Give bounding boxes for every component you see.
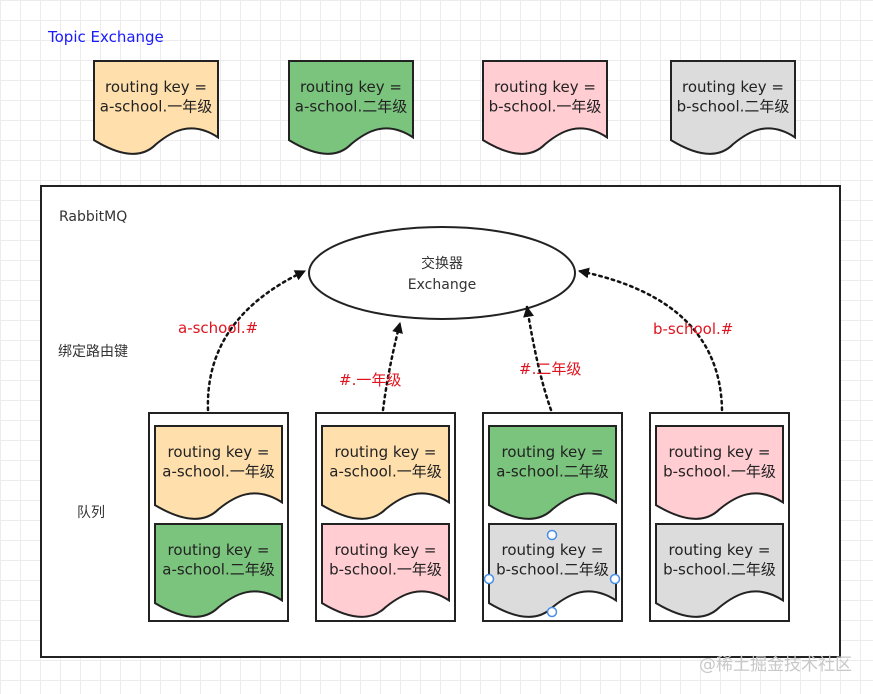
message-card: routing key =b-school.二年级: [655, 523, 784, 618]
message-card: routing key =a-school.二年级: [488, 425, 617, 520]
binding-arrows: [206, 267, 724, 412]
selection-handle[interactable]: [546, 529, 558, 541]
exchange-label-en: Exchange: [408, 277, 476, 293]
message-card-shape: [488, 425, 617, 520]
selection-handle[interactable]: [546, 606, 558, 618]
rabbitmq-label: RabbitMQ: [59, 209, 127, 225]
message-card: routing key =b-school.一年级: [321, 523, 450, 618]
binding-arrow-a-school: [206, 269, 307, 412]
binding-arrow-b-school: [577, 267, 724, 412]
message-card-shape: [288, 60, 414, 155]
routing-key-label: routing key =: [300, 78, 402, 96]
routing-key-value: a-school.二年级: [162, 560, 274, 578]
binding-arrow-grade-one: [381, 321, 403, 412]
routing-key-value: b-school.一年级: [329, 560, 442, 578]
selection-handles: [483, 529, 621, 618]
routing-key-value: a-school.二年级: [496, 462, 608, 480]
routing-key-value: b-school.一年级: [489, 97, 602, 115]
message-card-shape: [482, 60, 608, 155]
selection-handle[interactable]: [483, 573, 495, 585]
routing-key-label: routing key =: [502, 541, 604, 559]
message-card: routing key =a-school.一年级: [154, 425, 283, 520]
message-card-shape: [93, 60, 219, 155]
routing-key-label: routing key =: [669, 541, 771, 559]
routing-key-label: routing key =: [168, 443, 270, 461]
diagram-title: Topic Exchange: [47, 28, 164, 46]
binding-key-label: #.二年级: [519, 360, 581, 378]
binding-arrow-grade-two: [523, 305, 553, 412]
routing-key-label: routing key =: [682, 78, 784, 96]
message-card-shape: [321, 523, 450, 618]
message-card: routing key =a-school.一年级: [93, 60, 219, 155]
message-card: routing key =a-school.二年级: [154, 523, 283, 618]
message-card-shape: [154, 425, 283, 520]
selection-handle[interactable]: [609, 573, 621, 585]
routing-key-value: a-school.一年级: [100, 97, 212, 115]
binding-key-label: a-school.#: [178, 319, 258, 337]
message-card-shape: [321, 425, 450, 520]
routing-key-label: routing key =: [335, 443, 437, 461]
routing-key-value: a-school.一年级: [162, 462, 274, 480]
binding-key-side-label: 绑定路由键: [58, 344, 128, 360]
exchange-node: [308, 226, 576, 320]
message-card: routing key =b-school.一年级: [655, 425, 784, 520]
message-card-shape: [655, 523, 784, 618]
message-card: routing key =a-school.二年级: [288, 60, 414, 155]
binding-key-label: #.一年级: [339, 371, 401, 389]
queue-side-label: 队列: [77, 505, 105, 521]
watermark: @稀土掘金技术社区: [699, 655, 852, 675]
exchange-label-cn: 交换器: [421, 255, 463, 272]
routing-key-label: routing key =: [502, 443, 604, 461]
routing-key-value: b-school.一年级: [663, 462, 776, 480]
routing-key-value: a-school.二年级: [295, 97, 407, 115]
routing-key-label: routing key =: [669, 443, 771, 461]
binding-key-label: b-school.#: [653, 320, 733, 338]
routing-key-value: b-school.二年级: [663, 560, 776, 578]
message-card: routing key =b-school.二年级: [488, 523, 617, 618]
routing-key-value: a-school.一年级: [329, 462, 441, 480]
message-card: routing key =b-school.二年级: [670, 60, 796, 155]
routing-key-label: routing key =: [105, 78, 207, 96]
message-card: routing key =b-school.一年级: [482, 60, 608, 155]
routing-key-label: routing key =: [335, 541, 437, 559]
message-card-shape: [655, 425, 784, 520]
routing-key-value: b-school.二年级: [496, 560, 609, 578]
routing-key-value: b-school.二年级: [677, 97, 790, 115]
message-card-shape: [154, 523, 283, 618]
routing-key-label: routing key =: [494, 78, 596, 96]
routing-key-label: routing key =: [168, 541, 270, 559]
message-card-shape: [670, 60, 796, 155]
message-card: routing key =a-school.一年级: [321, 425, 450, 520]
